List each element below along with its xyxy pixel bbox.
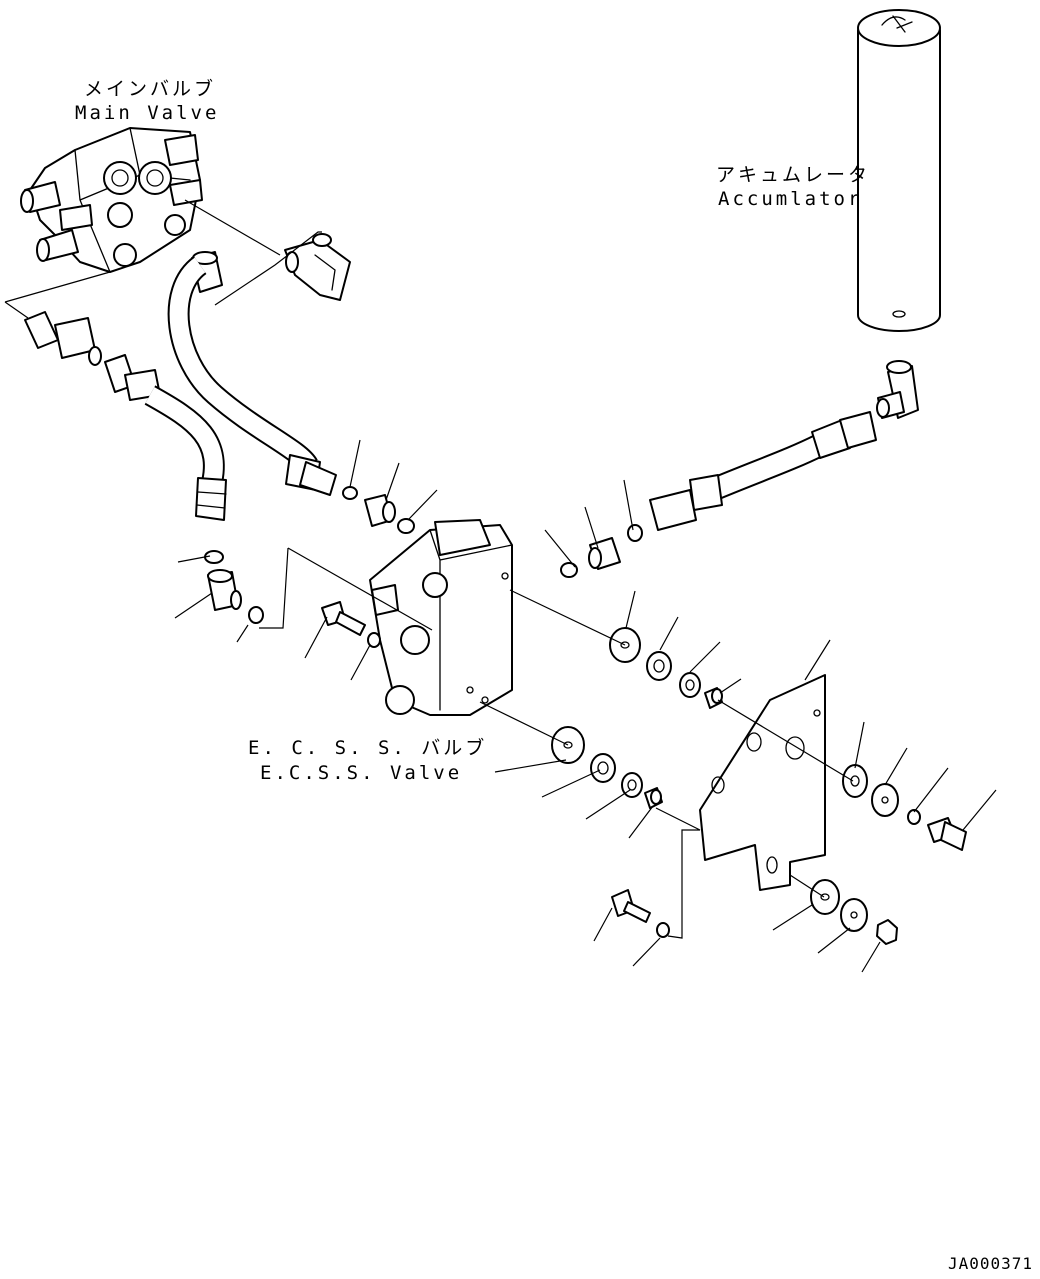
bolt[interactable] — [321, 601, 366, 636]
o-ring[interactable] — [560, 562, 578, 578]
washer[interactable] — [367, 632, 381, 648]
ecss-valve-label-en: E.C.S.S. Valve — [260, 762, 463, 784]
accumulator-elbow-fitting[interactable] — [876, 360, 919, 419]
washer[interactable] — [656, 922, 670, 938]
bolt[interactable] — [927, 817, 967, 851]
spacer[interactable] — [679, 672, 701, 698]
o-ring[interactable] — [248, 606, 264, 624]
drawing-code: JA000371 — [948, 1254, 1034, 1273]
o-ring[interactable] — [627, 524, 643, 542]
ecss-valve-label-jp: E. C. S. S. バルブ — [248, 737, 488, 759]
main-valve-label-jp: メインバルブ — [84, 78, 217, 100]
o-ring[interactable] — [397, 518, 415, 534]
hose-right[interactable] — [649, 411, 877, 531]
accumulator[interactable] — [857, 9, 941, 332]
main-valve-label-en: Main Valve — [75, 102, 220, 124]
washer[interactable] — [907, 809, 921, 825]
spacer[interactable] — [621, 772, 643, 798]
adapter-connector[interactable] — [364, 494, 396, 527]
washer[interactable] — [871, 783, 899, 817]
adapter-fitting-left[interactable] — [24, 311, 102, 366]
hose-center[interactable] — [167, 256, 337, 496]
o-ring[interactable] — [342, 486, 358, 500]
mounting-bracket[interactable] — [699, 674, 826, 891]
bolt[interactable] — [611, 889, 651, 923]
main-valve[interactable] — [20, 127, 203, 273]
bushing[interactable] — [644, 787, 663, 809]
spacer[interactable] — [646, 651, 672, 681]
hose-end-fitting[interactable] — [104, 354, 161, 401]
elbow-connector[interactable] — [207, 569, 242, 611]
tee-fitting[interactable] — [284, 233, 351, 301]
ecss-valve[interactable] — [369, 519, 513, 716]
washer[interactable] — [842, 764, 868, 798]
nut[interactable] — [876, 919, 898, 945]
spacer[interactable] — [590, 753, 616, 783]
accumulator-label-en: Accumlator — [718, 188, 863, 210]
bushing[interactable] — [704, 687, 723, 709]
adapter-connector[interactable] — [588, 537, 621, 570]
washer[interactable] — [810, 879, 840, 915]
accumulator-label-jp: アキュムレータ — [716, 164, 871, 186]
leader-lines — [174, 439, 997, 973]
hose-left[interactable] — [144, 385, 227, 521]
washer[interactable] — [840, 898, 868, 932]
